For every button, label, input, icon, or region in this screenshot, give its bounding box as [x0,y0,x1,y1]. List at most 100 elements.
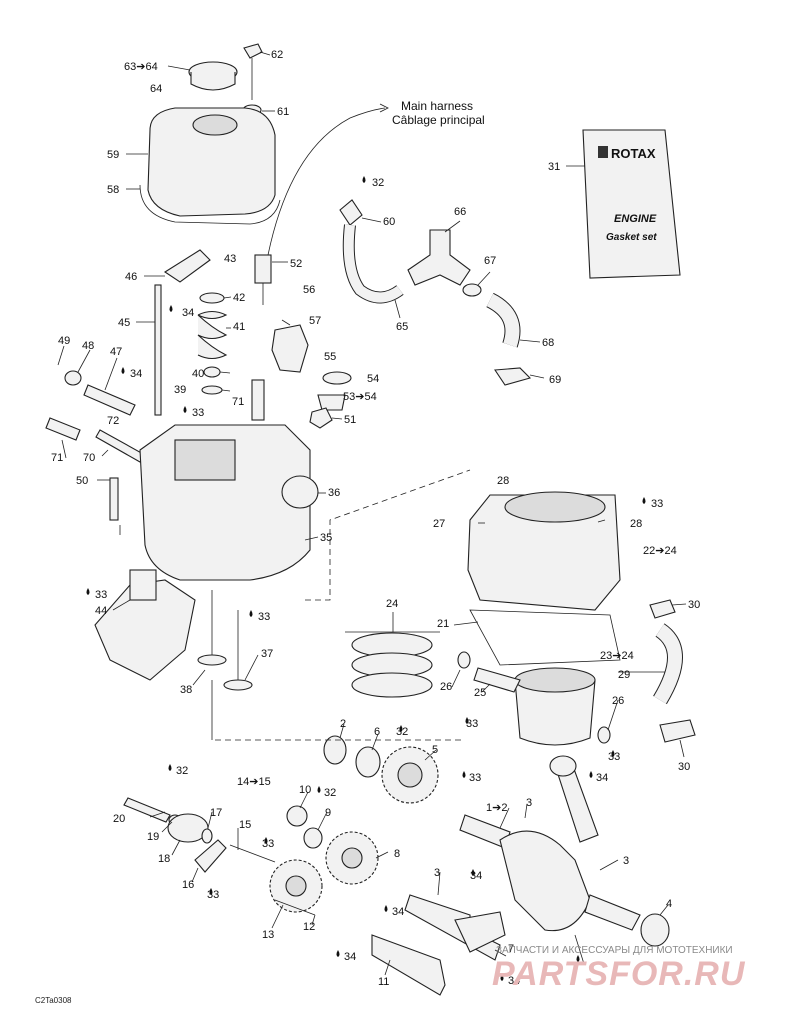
callout: 33 [192,407,204,419]
callout: 34 [182,307,194,319]
lubricant-drop-icon [471,869,475,876]
lubricant-drop-icon [576,955,580,962]
callout: 34 [344,951,356,963]
bearing-2 [323,735,347,765]
lubricant-drop-icon [500,974,504,981]
lubricant-drop-icon [86,588,90,595]
callout: 34 [508,975,520,987]
callout: 53➔54 [343,391,377,403]
callout: 1➔2 [486,802,507,814]
crank-output [584,894,641,931]
base-gasket [469,609,621,666]
callout: 25 [474,687,486,699]
temp-sensor-71 [45,417,81,441]
callout: 58 [107,184,119,196]
callout: 54 [367,373,379,385]
watermark-text: ЗАПЧАСТИ И АКСЕССУАРЫ ДЛЯ МОТОТЕХНИКИ [496,945,733,956]
callout: 12 [303,921,315,933]
callout: 33 [466,718,478,730]
cylinder [467,494,621,611]
callout: 13 [262,929,274,941]
lubricant-drop-icon [399,725,403,732]
valve-38 [197,654,227,666]
callout: 16 [182,879,194,891]
callout: 34 [596,772,608,784]
spring-seat [201,385,223,395]
callout: 6 [374,726,380,738]
callout: 63➔64 [124,61,158,73]
oil-seal-4 [640,913,670,947]
pushrod [154,284,162,416]
callout: 10 [299,784,311,796]
callout: 59 [107,149,119,161]
harness-label: Main harness Câblage principal [392,99,485,127]
callout: 35 [320,532,332,544]
callout: 33 [608,751,620,763]
callout: 33 [258,611,270,623]
lubricant-drop-icon [183,406,187,413]
callout: 3 [526,797,532,809]
lubricant-drop-icon [384,905,388,912]
callout: 43 [224,253,236,265]
gasket-set-label: ROTAX ENGINE Gasket set [598,146,657,243]
callout: 70 [83,452,95,464]
callout: 57 [309,315,321,327]
plug-48 [64,370,82,386]
callout: 44 [95,605,107,617]
fitting-32 [339,199,363,226]
lubricant-drop-icon [611,750,615,757]
rocker-shaft [83,384,136,416]
callout: 48 [82,340,94,352]
callout: 30 [678,761,690,773]
callout: 72 [107,415,119,427]
manifold-flange [129,569,157,601]
callout: 11 [378,976,389,988]
callout: 47 [110,346,122,358]
nut-51 [309,407,333,429]
nut-10 [286,805,308,827]
gear-8-hub [341,847,363,869]
thermostat [317,394,346,411]
lubricant-drop-icon [462,771,466,778]
callout: 18 [158,853,170,865]
harness-label-fr: Câblage principal [392,113,485,127]
lubricant-drop-icon [589,771,593,778]
piston-ring-bottom [351,672,433,698]
bolt-50 [109,477,119,521]
callout: 32 [372,177,384,189]
callout: 19 [147,831,159,843]
o-ring-54 [322,371,352,385]
callout: 68 [542,337,554,349]
callout: 28 [630,518,642,530]
piston-pin [473,667,521,693]
callout: 33 [207,889,219,901]
callout: 9 [325,807,331,819]
callout: 52 [290,258,302,270]
callout: 24 [386,598,398,610]
lubricant-drop-icon [465,717,469,724]
callout: 7 [508,943,514,955]
lever-16 [194,839,227,873]
valve-cover [147,107,276,217]
cam-lobe [454,911,506,953]
clamp-30b [659,719,696,743]
callout: 38 [180,684,192,696]
watermark-brand: PARTSFOR.RU [492,955,746,993]
spring-17 [201,828,213,844]
callout: 33 [262,838,274,850]
callout: 22➔24 [643,545,677,557]
callout: 26 [440,681,452,693]
bearing-6 [355,746,381,778]
gasket-set-package [582,129,681,279]
callout: 20 [113,813,125,825]
callout: 36 [328,487,340,499]
callout: 66 [454,206,466,218]
spark-plug [251,379,265,421]
callout-labels: 63➔64 64 62 61 59 58 32 60 31 66 67 65 6… [51,49,700,988]
callout: 41 [233,321,245,333]
lubricant-drop-icon [169,305,173,312]
callout: 28 [497,475,509,487]
lubricant-drop-icon [317,786,321,793]
piston-crown [514,667,596,693]
